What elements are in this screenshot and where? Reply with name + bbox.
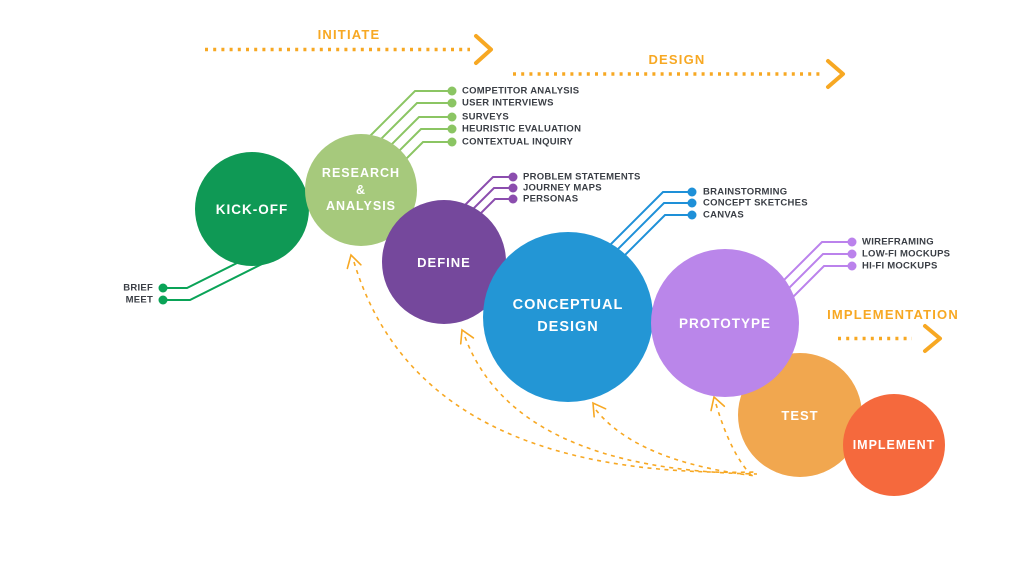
stage-research-analysis-label: RESEARCH & ANALYSIS xyxy=(321,165,401,214)
phase-label-implementation: IMPLEMENTATION xyxy=(827,307,959,322)
callout-lowfi-mockups: LOW-FI MOCKUPS xyxy=(862,248,951,260)
stage-define-label: DEFINE xyxy=(417,254,471,270)
feedback-curves xyxy=(346,253,758,478)
stage-kickoff: KICK-OFF xyxy=(195,152,309,266)
stage-test-label: TEST xyxy=(781,407,819,423)
initiate-arrow xyxy=(205,34,493,65)
callout-user-interviews: USER INTERVIEWS xyxy=(462,97,554,109)
stage-implement-label: IMPLEMENT xyxy=(852,438,936,452)
feedback-arrow-to-conceptual-design xyxy=(592,401,757,477)
phase-label-initiate: INITIATE xyxy=(317,27,381,42)
implementation-arrow xyxy=(838,324,942,353)
callout-competitor-analysis: COMPETITOR ANALYSIS xyxy=(462,85,580,97)
callout-surveys: SURVEYS xyxy=(462,111,509,123)
stage-implement: IMPLEMENT xyxy=(843,394,945,496)
callout-brainstorming: BRAINSTORMING xyxy=(703,186,788,198)
stage-conceptual-design-label: CONCEPTUAL DESIGN xyxy=(512,297,624,335)
design-arrow xyxy=(513,59,845,89)
callout-meet: MEET xyxy=(125,294,153,306)
callout-brief: BRIEF xyxy=(123,282,153,294)
phase-label-design: DESIGN xyxy=(648,52,706,67)
stage-kickoff-label: KICK-OFF xyxy=(215,201,289,217)
callout-contextual-inquiry: CONTEXTUAL INQUIRY xyxy=(462,136,574,148)
stage-conceptual-design: CONCEPTUAL DESIGN xyxy=(483,232,653,402)
callout-heuristic-evaluation: HEURISTIC EVALUATION xyxy=(462,123,582,135)
feedback-arrow-to-research xyxy=(346,253,758,474)
stage-prototype-label: PROTOTYPE xyxy=(678,315,772,331)
callout-wireframing: WIREFRAMING xyxy=(862,236,934,248)
callout-problem-statements: PROBLEM STATEMENTS xyxy=(523,171,641,183)
callout-hifi-mockups: HI-FI MOCKUPS xyxy=(862,260,938,272)
callout-concept-sketches: CONCEPT SKETCHES xyxy=(703,197,808,209)
callout-canvas: CANVAS xyxy=(703,209,744,221)
callout-personas: PERSONAS xyxy=(523,193,579,205)
callout-journey-maps: JOURNEY MAPS xyxy=(523,182,602,194)
feedback-arrow-to-prototype xyxy=(710,395,754,478)
feedback-arrow-to-define xyxy=(459,328,758,475)
stage-prototype: PROTOTYPE xyxy=(651,249,799,397)
